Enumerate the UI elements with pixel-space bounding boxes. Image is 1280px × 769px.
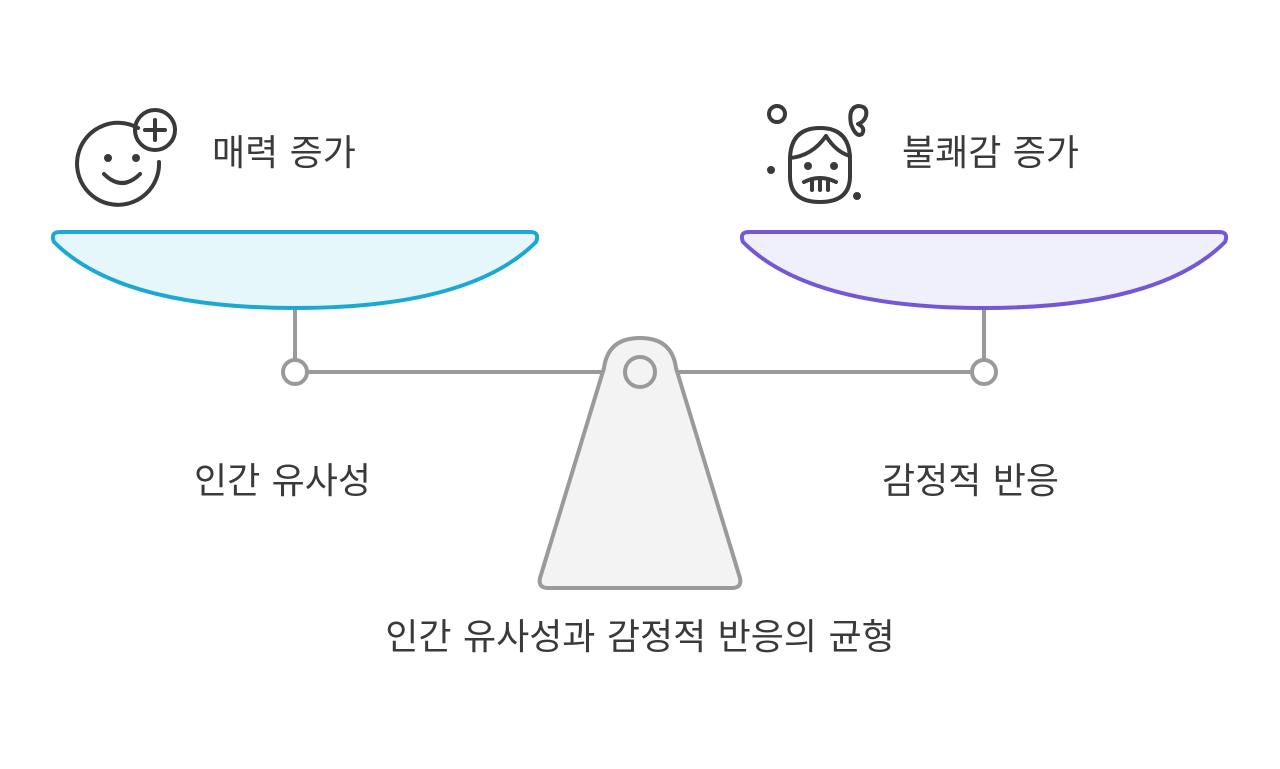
diagram-caption: 인간 유사성과 감정적 반응의 균형 bbox=[385, 617, 895, 658]
left-bottom-label: 인간 유사성 bbox=[194, 461, 372, 502]
left-top-label: 매력 증가 bbox=[212, 133, 356, 174]
right-top-label: 불쾌감 증가 bbox=[902, 133, 1080, 174]
right-pan bbox=[739, 230, 1229, 310]
smiley-plus-icon bbox=[75, 108, 177, 207]
left-joint bbox=[281, 358, 309, 386]
right-joint bbox=[970, 358, 998, 386]
left-pan bbox=[50, 230, 540, 310]
right-bottom-label: 감정적 반응 bbox=[882, 461, 1060, 502]
grimacing-face-icon bbox=[767, 104, 869, 204]
scale-stand bbox=[537, 336, 743, 590]
pivot-circle bbox=[623, 355, 657, 389]
